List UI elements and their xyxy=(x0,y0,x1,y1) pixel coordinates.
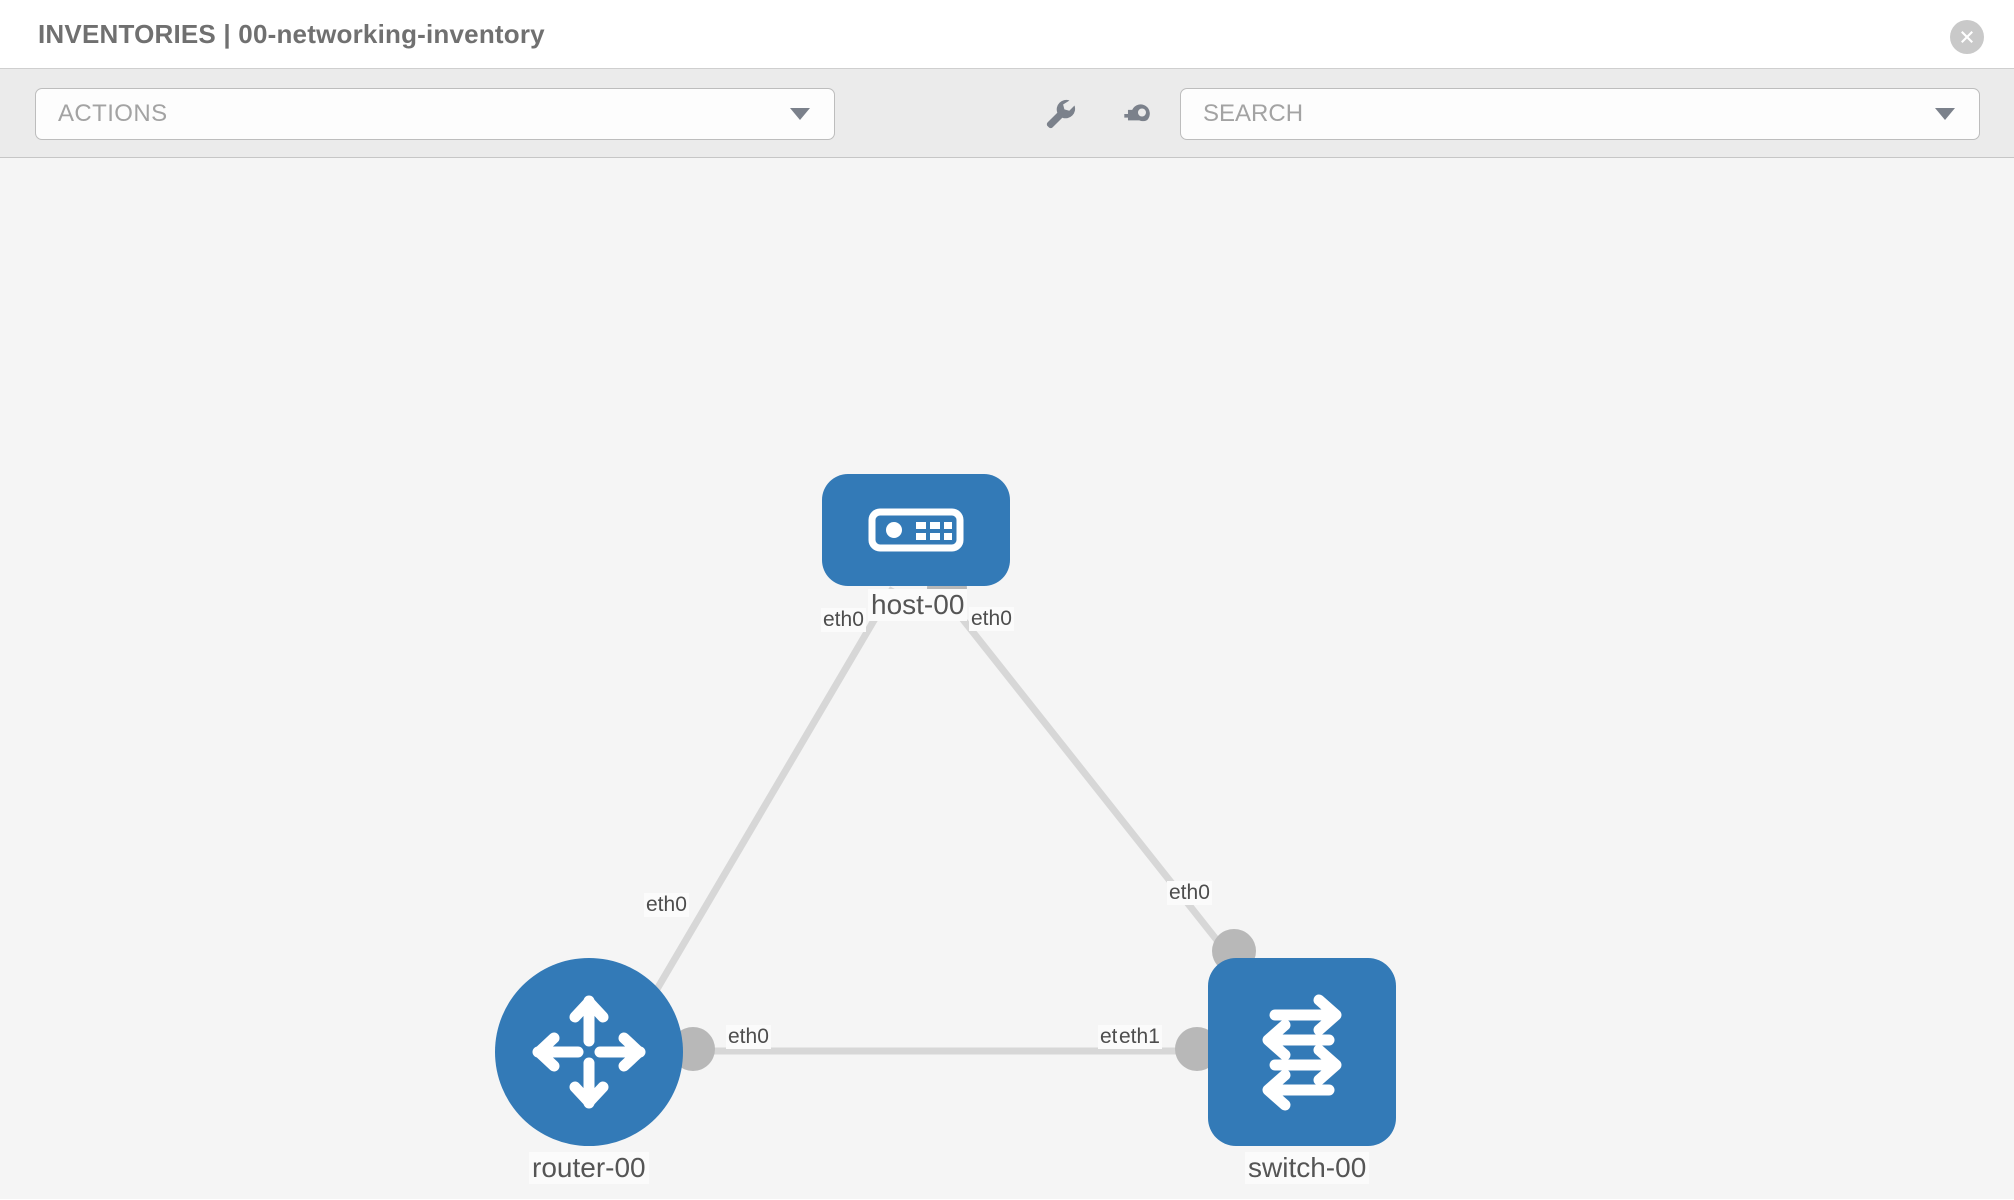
search-box[interactable] xyxy=(1180,88,1980,140)
chevron-down-icon[interactable] xyxy=(1935,108,1955,120)
topology-canvas[interactable]: host-00 router-00 switch-00 eth0 eth0 et… xyxy=(0,158,2014,1199)
switch-arrows-icon xyxy=(1262,994,1342,1111)
server-icon xyxy=(868,508,964,552)
node-router-00[interactable] xyxy=(495,958,683,1146)
link-host-switch[interactable] xyxy=(935,585,1238,966)
key-icon[interactable] xyxy=(1114,94,1152,132)
wrench-icon[interactable] xyxy=(1040,94,1078,132)
close-button[interactable] xyxy=(1950,20,1984,54)
router-arrows-icon xyxy=(532,995,646,1109)
node-switch-00[interactable] xyxy=(1208,958,1396,1146)
actions-dropdown-label: ACTIONS xyxy=(58,100,168,127)
node-host-00[interactable] xyxy=(822,474,1010,586)
close-icon xyxy=(1961,31,1973,43)
topology-graph xyxy=(636,568,1256,1071)
toolbar: ACTIONS xyxy=(0,68,2014,158)
page-title: INVENTORIES | 00-networking-inventory xyxy=(38,18,545,49)
page-header: INVENTORIES | 00-networking-inventory xyxy=(0,0,2014,68)
toolbar-icon-group xyxy=(1040,94,1152,132)
chevron-down-icon xyxy=(790,108,810,120)
search-input[interactable] xyxy=(1203,100,1903,128)
actions-dropdown[interactable]: ACTIONS xyxy=(35,88,835,140)
link-host-router[interactable] xyxy=(636,586,897,1020)
